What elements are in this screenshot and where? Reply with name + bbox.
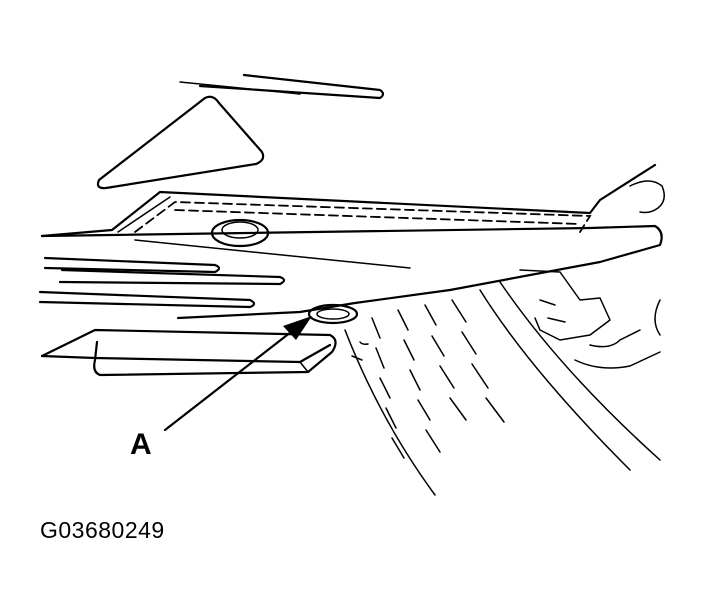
drain-slot — [307, 303, 359, 325]
suspension — [519, 180, 665, 369]
top-streak-lines — [179, 73, 385, 100]
callout-label-a: A — [130, 428, 152, 461]
lower-plate — [40, 328, 337, 377]
undercover-panel — [40, 163, 663, 320]
tire — [344, 281, 661, 496]
triangle-highlight — [96, 95, 265, 190]
drain-boss — [210, 218, 270, 248]
figure-id: G03680249 — [40, 517, 165, 543]
callout-arrow — [163, 316, 312, 432]
left-streak-lines — [38, 256, 286, 309]
